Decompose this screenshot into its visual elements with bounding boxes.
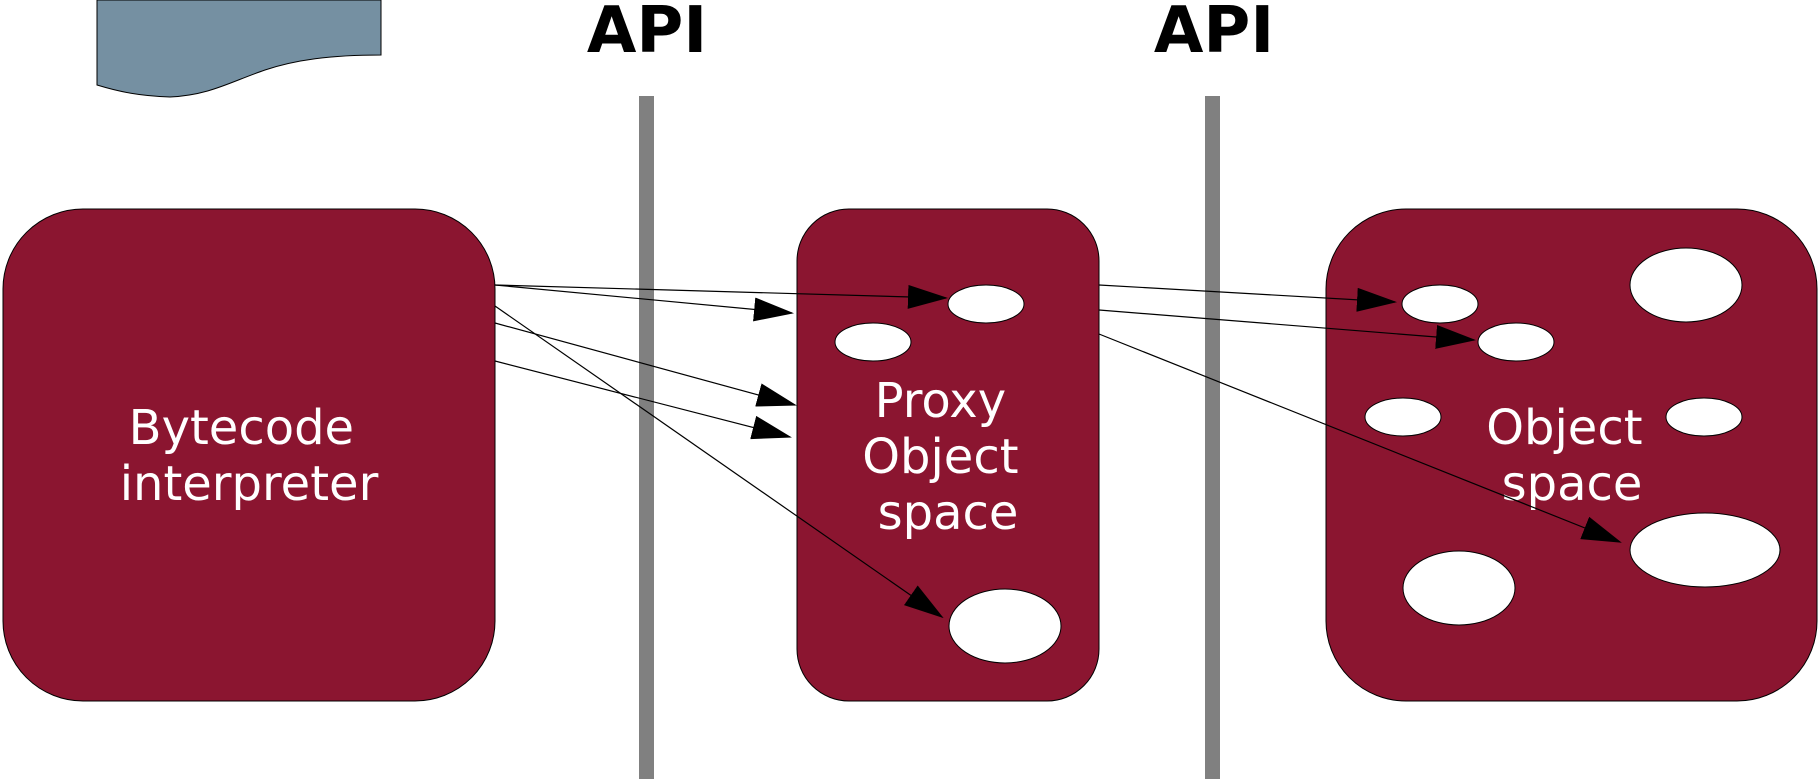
- space-object: [1401, 284, 1479, 324]
- api-divider-left: [639, 96, 654, 779]
- space-object: [1364, 397, 1442, 437]
- reference-arrow: [494, 322, 797, 407]
- proxy-object: [834, 322, 912, 362]
- object-space-label-line2: space: [1502, 456, 1643, 512]
- reference-arrows: [494, 284, 1622, 619]
- space-object: [1477, 322, 1555, 362]
- reference-arrow: [494, 360, 792, 440]
- reference-arrow: [494, 284, 794, 322]
- proxy-object: [947, 284, 1025, 324]
- object-space-label-line1: Object: [1486, 400, 1642, 456]
- bytecode-interpreter-box: Bytecode interpreter: [2, 208, 496, 702]
- space-object: [1629, 247, 1743, 323]
- proxy-label-line2: Object: [862, 429, 1018, 485]
- svg-text:Proxy Object space: Proxy Object space: [862, 373, 1034, 541]
- reference-arrow: [1098, 333, 1622, 543]
- space-object: [1629, 512, 1781, 588]
- proxy-label-line3: space: [878, 485, 1019, 541]
- reference-arrow: [494, 305, 944, 619]
- proxy-label-line1: Proxy: [875, 373, 1006, 429]
- svg-text:Object space: Object space: [1486, 400, 1658, 512]
- space-object: [1402, 550, 1516, 626]
- object-space-box: Object space: [1325, 208, 1818, 702]
- proxy-object-space-box: Proxy Object space: [796, 208, 1100, 702]
- space-object: [1665, 397, 1743, 437]
- proxy-object: [948, 588, 1062, 664]
- reference-arrow: [1098, 284, 1397, 312]
- api-divider-right: [1205, 96, 1220, 779]
- interpreter-label-line2: interpreter: [120, 456, 379, 512]
- document-icon: [96, 0, 382, 98]
- api-label-left: API: [587, 0, 707, 68]
- svg-text:Bytecode interpreter: Bytecode interpreter: [120, 400, 379, 512]
- api-label-right: API: [1154, 0, 1274, 68]
- reference-arrow: [494, 284, 948, 309]
- interpreter-label-line1: Bytecode: [129, 400, 354, 456]
- reference-arrow: [1098, 309, 1476, 349]
